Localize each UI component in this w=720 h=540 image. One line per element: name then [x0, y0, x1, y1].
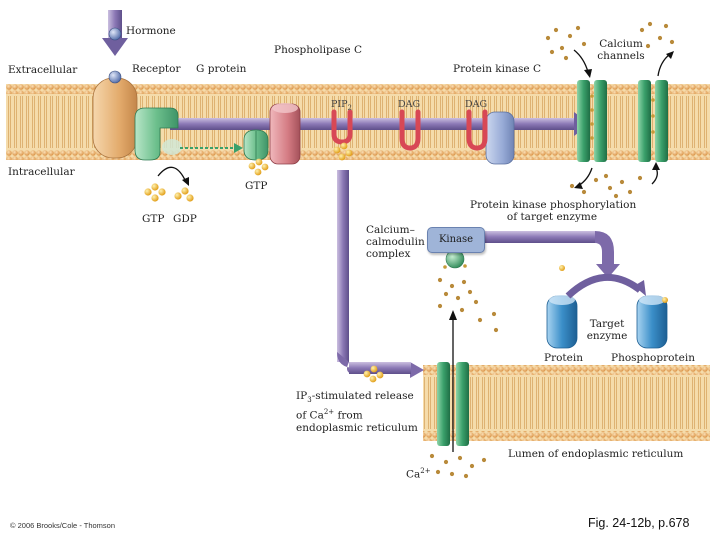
label-phosphoprotein: Phosphoprotein: [611, 352, 695, 364]
label-gdp: GDP: [173, 213, 197, 225]
calcium-ion: [467, 289, 473, 295]
label-hormone: Hormone: [126, 25, 176, 37]
g-protein-active: [243, 129, 269, 161]
label-receptor: Receptor: [132, 63, 181, 75]
label-extracellular: Extracellular: [8, 64, 78, 76]
calcium-ion: [477, 317, 483, 323]
label-intracellular: Intracellular: [8, 166, 75, 178]
calcium-ion: [613, 193, 619, 199]
calcium-channel-1: [577, 80, 607, 162]
calcium-ion: [443, 459, 449, 465]
calcium-channel-2: [638, 80, 668, 162]
kinase-arrow: [485, 231, 595, 243]
ip3-arrow-vertical: [337, 170, 349, 362]
calcium-ion: [473, 299, 479, 305]
gtp-molecule-left: [144, 183, 166, 202]
label-g-protein: G protein: [196, 63, 247, 75]
pip2: [331, 109, 353, 161]
calcium-ion: [459, 307, 465, 313]
calcium-ion: [549, 49, 555, 55]
hormone: [102, 27, 128, 56]
calcium-ion: [449, 471, 455, 477]
calcium-ion: [657, 35, 663, 41]
calcium-ion: [607, 185, 613, 191]
calcium-ion: [493, 327, 499, 333]
calcium-ion: [581, 41, 587, 47]
g-protein-arrow: [180, 143, 243, 153]
ip3-molecule: [363, 365, 384, 383]
calcium-ion: [455, 295, 461, 301]
calcium-ion: [637, 175, 643, 181]
calcium-ion: [457, 455, 463, 461]
calcium-ion: [481, 457, 487, 463]
calmodulin-ball: [443, 249, 467, 269]
calcium-ion: [669, 39, 675, 45]
label-dag-1: DAG: [398, 99, 421, 110]
calcium-ion: [437, 277, 443, 283]
gtp-molecule-mid: [248, 158, 269, 176]
gdp-molecule: [174, 187, 194, 202]
label-phospholipase-c: Phospholipase C: [274, 44, 363, 56]
er-membrane: [423, 365, 710, 441]
label-dag-2: DAG: [465, 99, 488, 110]
calcium-ion: [469, 463, 475, 469]
exchange-arrow: [157, 166, 187, 183]
calcium-ion: [545, 35, 551, 41]
receptor: [92, 70, 138, 159]
calcium-ion: [461, 279, 467, 285]
target-enzyme-protein: [546, 295, 578, 349]
calcium-ion: [491, 311, 497, 317]
calcium-ion: [429, 453, 435, 459]
label-gtp-mid: GTP: [245, 180, 268, 192]
conversion-arrow: [559, 265, 646, 299]
calcium-ion: [575, 25, 581, 31]
label-protein: Protein: [544, 352, 583, 364]
kinase-box: Kinase: [427, 227, 485, 253]
gtp-gdp-cluster: [144, 166, 194, 202]
phospholipase-c: [269, 103, 301, 165]
er-calcium-channel: [437, 310, 469, 452]
label-ca2: Ca2+: [406, 467, 431, 481]
calcium-ion: [645, 43, 651, 49]
calcium-ion: [639, 27, 645, 33]
calcium-ions: [429, 21, 675, 479]
copyright: © 2006 Brooks/Cole - Thomson: [10, 521, 116, 530]
calcium-ion: [627, 189, 633, 195]
calcium-ion: [663, 23, 669, 29]
figure-caption: Fig. 24-12b, p.678: [588, 516, 690, 530]
label-lumen-er: Lumen of endoplasmic reticulum: [508, 448, 684, 460]
label-gtp-left: GTP: [142, 213, 165, 225]
calcium-ion: [647, 21, 653, 27]
calcium-ion: [449, 283, 455, 289]
calcium-ion: [559, 45, 565, 51]
calcium-ion: [553, 27, 559, 33]
calcium-ion: [619, 179, 625, 185]
calcium-ion: [603, 173, 609, 179]
label-ip3-release: IP3-stimulated release of Ca2+ from endo…: [296, 390, 418, 434]
hormone-ball: [108, 27, 122, 41]
protein-kinase-c: [466, 109, 515, 165]
calcium-ion: [563, 55, 569, 61]
calcium-ion: [569, 183, 575, 189]
dag-1: [399, 109, 421, 151]
channel-arrows: [573, 49, 674, 189]
calcium-ion: [593, 177, 599, 183]
g-protein-receptor: [134, 107, 182, 161]
calcium-ion: [443, 291, 449, 297]
calcium-ion: [567, 33, 573, 39]
calcium-ion: [581, 189, 587, 195]
target-enzyme-phosphoprotein: [636, 295, 668, 349]
calcium-ion: [463, 473, 469, 479]
label-pip2: PIP2: [331, 99, 353, 112]
calcium-ion: [437, 303, 443, 309]
label-protein-kinase-c: Protein kinase C: [453, 63, 542, 75]
calcium-ion: [435, 469, 441, 475]
